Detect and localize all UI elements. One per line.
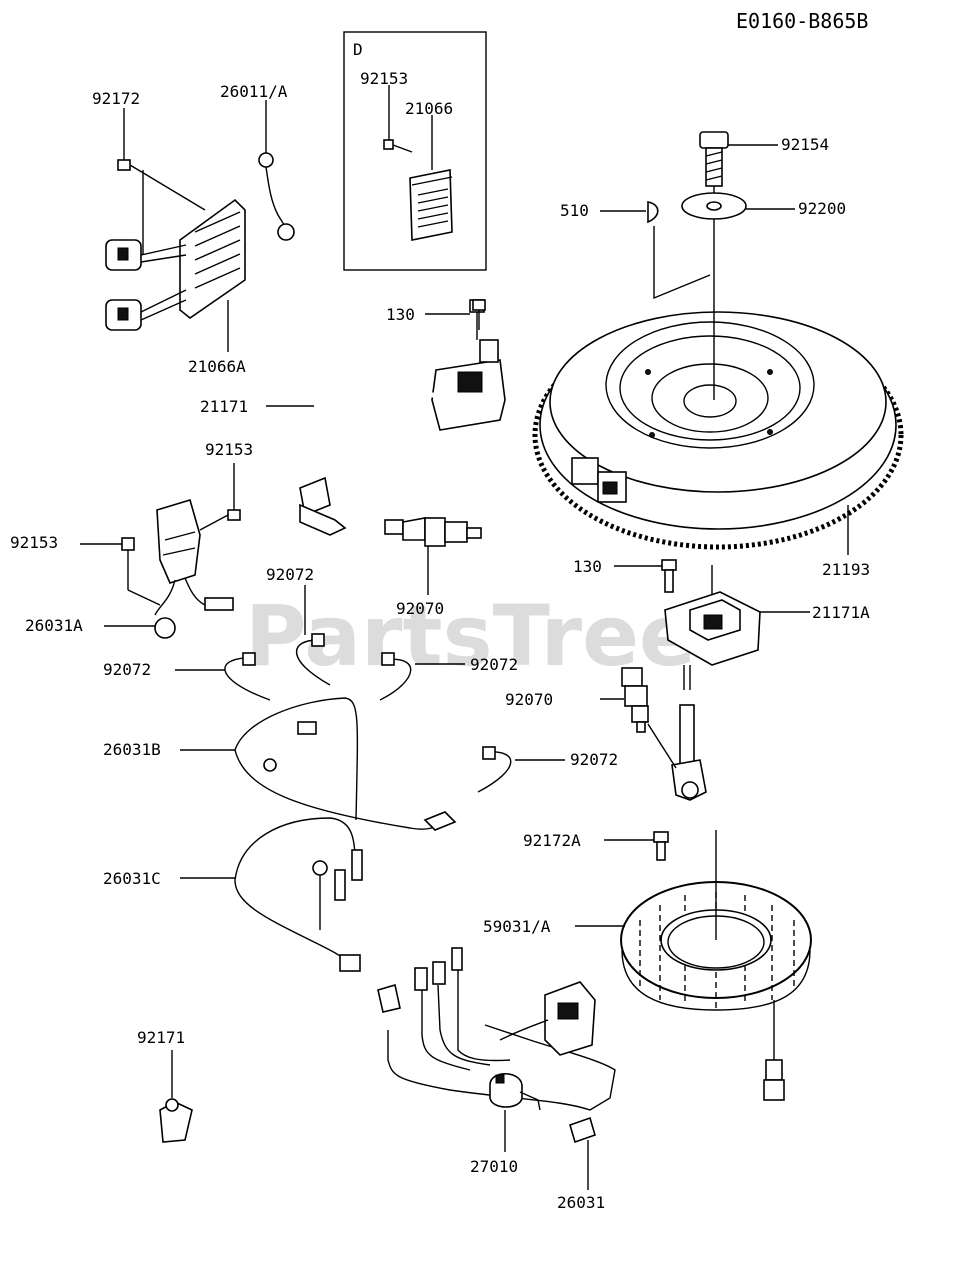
label-26031b[interactable]: 26031B <box>103 740 161 759</box>
wire-clip-92072-a[interactable] <box>295 585 331 686</box>
wire-clip-92072-c[interactable] <box>379 652 465 701</box>
label-92072-c[interactable]: 92072 <box>470 655 518 674</box>
wire-harness-26031a[interactable] <box>104 577 234 639</box>
wire-harness-26031[interactable] <box>377 947 616 1190</box>
label-92200[interactable]: 92200 <box>798 199 846 218</box>
clamp-92171[interactable] <box>159 1050 193 1143</box>
bolt-130-upper[interactable] <box>472 299 486 330</box>
label-92172a[interactable]: 92172A <box>523 831 581 850</box>
ignition-coil-21171[interactable] <box>266 299 506 536</box>
label-92070-lower[interactable]: 92070 <box>505 690 553 709</box>
label-130-mid[interactable]: 130 <box>573 557 602 576</box>
inset-screw-92153[interactable] <box>383 85 413 153</box>
label-inset-21066[interactable]: 21066 <box>405 99 453 118</box>
label-26031a[interactable]: 26031A <box>25 616 83 635</box>
label-92072-a[interactable]: 92072 <box>266 565 314 584</box>
label-510[interactable]: 510 <box>560 201 589 220</box>
screw-92153-left[interactable] <box>80 537 161 606</box>
bolt-92154[interactable] <box>699 131 778 400</box>
label-59031a[interactable]: 59031/A <box>483 917 551 936</box>
label-92072-b[interactable]: 92072 <box>103 660 151 679</box>
inset-regulator-21066[interactable] <box>409 115 453 241</box>
label-26011a[interactable]: 26011/A <box>220 82 288 101</box>
label-21171a[interactable]: 21171A <box>812 603 870 622</box>
key-510[interactable] <box>600 201 711 300</box>
screw-92153-mid[interactable] <box>199 463 241 531</box>
label-21193[interactable]: 21193 <box>822 560 870 579</box>
spark-plug-92070-upper[interactable] <box>384 517 482 595</box>
wire-clip-92072-b[interactable] <box>175 652 271 701</box>
pressure-switch-27010[interactable] <box>489 1072 541 1152</box>
wire-harness-26031b[interactable] <box>180 697 457 831</box>
label-inset-92153[interactable]: 92153 <box>360 69 408 88</box>
label-92171[interactable]: 92171 <box>137 1028 185 1047</box>
connector-plug-lower[interactable] <box>105 289 187 331</box>
inset-label: D <box>353 40 363 59</box>
screw-92172[interactable] <box>117 108 206 255</box>
washer-92200[interactable] <box>681 192 795 220</box>
bolt-92172a[interactable] <box>604 831 669 861</box>
stator-59031a[interactable] <box>575 830 812 1101</box>
wire-clip-92072-d[interactable] <box>477 746 565 793</box>
ignition-coil-21171a[interactable] <box>664 565 810 801</box>
label-21171[interactable]: 21171 <box>200 397 248 416</box>
label-26031c[interactable]: 26031C <box>103 869 161 888</box>
switch-bracket[interactable] <box>156 498 201 584</box>
label-92153-left[interactable]: 92153 <box>10 533 58 552</box>
label-92070-upper[interactable]: 92070 <box>396 599 444 618</box>
wire-harness-26031c[interactable] <box>180 817 363 972</box>
inset-box-d: D <box>343 31 487 271</box>
label-92172[interactable]: 92172 <box>92 89 140 108</box>
label-21066a[interactable]: 21066A <box>188 357 246 376</box>
label-92072-d[interactable]: 92072 <box>570 750 618 769</box>
regulator-21066a[interactable] <box>179 198 246 352</box>
label-92153-mid[interactable]: 92153 <box>205 440 253 459</box>
diagram-code: E0160-B865B <box>736 9 868 33</box>
ground-wire-26011a[interactable] <box>258 100 295 241</box>
label-26031[interactable]: 26031 <box>557 1193 605 1212</box>
label-27010[interactable]: 27010 <box>470 1157 518 1176</box>
flywheel-21193[interactable] <box>532 311 904 555</box>
label-130-upper[interactable]: 130 <box>386 305 415 324</box>
connector-plug-upper[interactable] <box>105 239 187 271</box>
bolt-130-mid[interactable] <box>614 559 677 593</box>
label-92154[interactable]: 92154 <box>781 135 829 154</box>
spark-plug-92070-lower[interactable] <box>600 667 677 769</box>
